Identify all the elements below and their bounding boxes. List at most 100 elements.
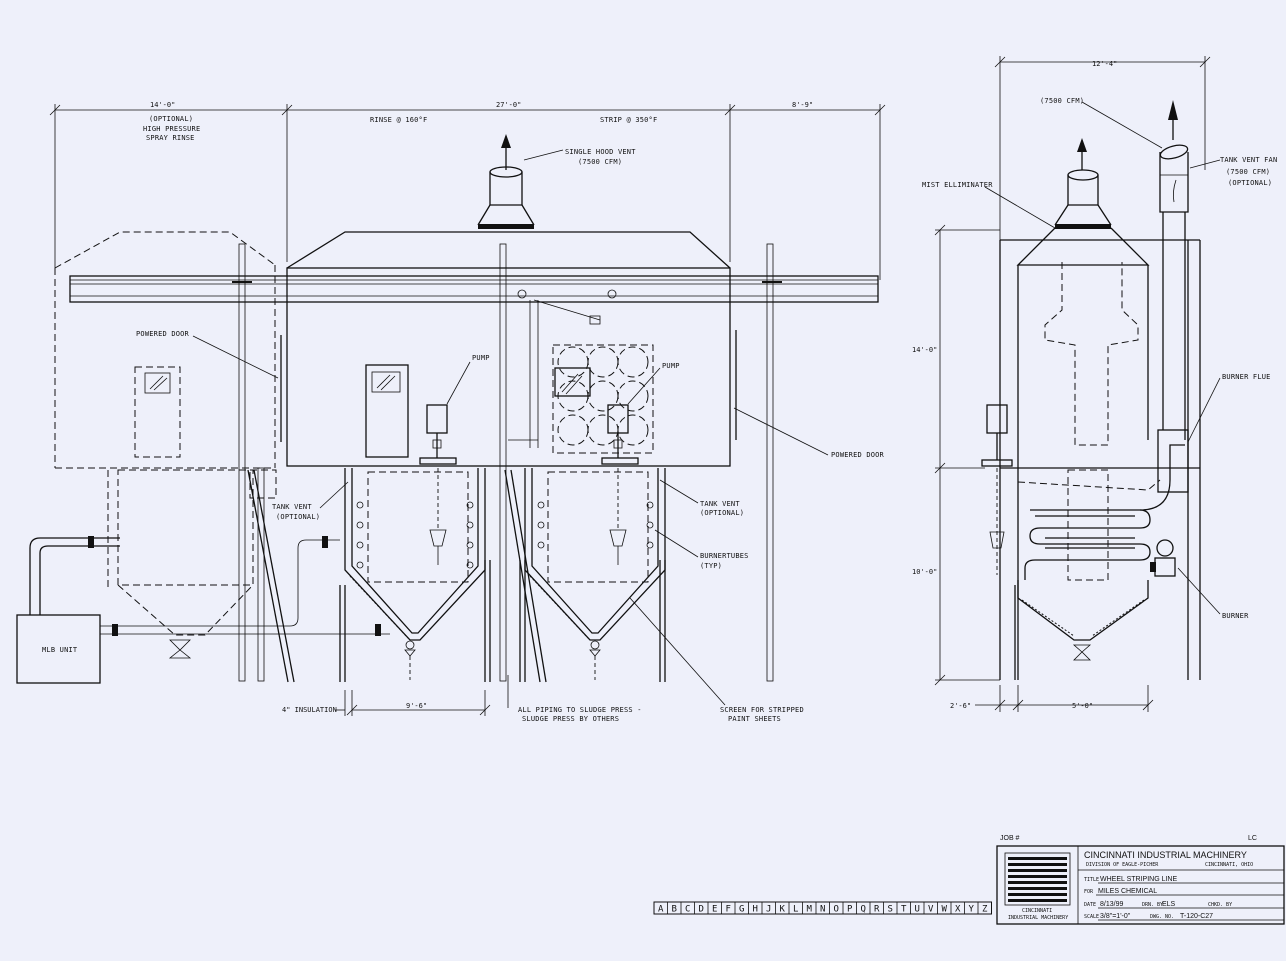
label-rinse-temp: RINSE @ 160°F [370,116,427,124]
leader-cfm-top [1081,101,1163,149]
scale-value: 3/8"=1'-0" [1100,913,1131,920]
customer-name: MILES CHEMICAL [1098,888,1157,895]
lc-label: LC [1248,835,1257,842]
label-burner-flue: BURNER FLUE [1222,373,1271,381]
label-powered-door-left: POWERED DOOR [136,330,190,338]
dim-27ft: 27'-0" [496,101,521,109]
label-tank-vent-right-opt: (OPTIONAL) [700,509,744,517]
grid-letter-r: R [874,905,880,915]
label-piping: ALL PIPING TO SLUDGE PRESS - [518,706,642,714]
grid-letter-c: C [685,905,690,915]
grid-letter-q: Q [861,905,866,915]
grid-letter-n: N [820,905,825,915]
company-division: DIVISION OF EAGLE-PICHER [1086,862,1159,868]
label-spray-rinse: SPRAY RINSE [146,134,195,142]
pump-strip [601,367,661,465]
end-pump [981,404,1013,575]
end-top-dimension [994,56,1211,240]
label-fan-optional: (OPTIONAL) [1228,179,1272,187]
grid-strip-frame [653,901,992,915]
strip-tank [524,468,666,680]
label-tank-vent-left-opt: (OPTIONAL) [276,513,320,521]
leader-mist-eliminator [984,186,1056,229]
rinse-booth-optional [54,231,277,636]
label-tank-vent-left: TANK VENT [272,503,312,511]
leader-tank-vent-left [319,481,349,509]
end-side-dimensions [934,224,1154,712]
label-tank-vent-fan: TANK VENT FAN [1220,156,1277,164]
dim-8ft9: 8'-9" [792,101,813,109]
main-booth [280,231,737,467]
rinse-tank [344,439,538,680]
company-city: CINCINNATI, OHIO [1205,862,1253,868]
logo-text-lines [1008,857,1067,902]
company-logo [1004,852,1071,906]
leader-powered-door-left [192,335,279,379]
grid-letter-j: J [766,905,771,915]
support-columns [238,243,774,683]
grid-letter-l: L [793,905,798,915]
mlb-unit [16,536,390,684]
job-label: JOB # [1000,835,1020,842]
top-dimension-line [49,104,886,280]
label-strip-temp: STRIP @ 350°F [600,116,657,124]
label-burner-tubes-typ: (TYP) [700,562,722,570]
conveyor-rail [69,275,879,448]
grid-letter-h: H [753,905,758,915]
label-powered-door-right: POWERED DOOR [831,451,885,459]
grid-letter-m: M [807,905,813,915]
logo-caption-1: CINCINNATI [1022,908,1052,914]
cone-hatching [349,575,589,639]
dwg-no-label: DWG. NO. [1150,914,1174,920]
grid-letter-p: P [847,905,853,915]
leader-burner [1177,567,1221,615]
grid-letter-s: S [888,905,893,915]
dim-14ft-end: 14'-0" [912,346,937,354]
label-fan-cfm: (7500 CFM) [1226,168,1270,176]
drawn-by-value: ELS [1162,901,1176,908]
grid-letter-a: A [658,905,664,915]
grid-letter-d: D [699,905,704,915]
rinse-tank-burner-tubes [356,501,474,569]
leader-flue [1187,377,1221,443]
leader-tank-vent-right [659,479,699,504]
label-paint-sheets: PAINT SHEETS [728,715,781,723]
title-label: TITLE [1084,877,1099,883]
dim-10ft: 10'-0" [912,568,937,576]
grid-letter-e: E [712,905,717,915]
for-label: FOR [1084,889,1094,895]
grid-letter-y: Y [969,905,975,915]
dim-9ft6: 9'-6" [406,702,427,710]
label-cfm-top: (7500 CFM) [1040,97,1084,105]
drawing-title: WHEEL STRIPING LINE [1100,876,1177,883]
label-hood-vent: SINGLE HOOD VENT [565,148,636,156]
dim-2ft6: 2'-6" [950,702,971,710]
grid-letter-g: G [739,905,744,915]
leader-powered-door-right [733,407,829,456]
label-hood-cfm: (7500 CFM) [578,158,622,166]
grid-letter-b: B [672,905,677,915]
dwg-no-value: T-120-C27 [1180,913,1213,920]
dim-14ft: 14'-0" [150,101,175,109]
leader-fan [1189,159,1221,169]
scale-label: SCALE [1084,914,1099,920]
label-burner-tubes: BURNERTUBES [700,552,749,560]
grid-letter-o: O [834,905,839,915]
label-mist-eliminator: MIST ELLIMINATER [922,181,993,189]
label-screen: SCREEN FOR STRIPPED [720,706,804,714]
leader-burner-tubes [654,529,699,558]
drawn-by-label: DRN. BY [1142,902,1163,908]
dim-insulation: 4" INSULATION [282,706,337,714]
wheel-rack [552,344,654,454]
logo-caption-2: INDUSTRIAL MACHINERY [1008,915,1068,921]
end-elevation: 12'-4" [912,56,1277,712]
grid-letter-x: X [955,905,961,915]
bottom-dimensions [335,675,509,716]
grid-letter-w: W [942,905,948,915]
leader-screen [629,597,726,706]
company-name: CINCINNATI INDUSTRIAL MACHINERY [1084,850,1247,860]
label-sludge-press: SLUDGE PRESS BY OTHERS [522,715,619,723]
